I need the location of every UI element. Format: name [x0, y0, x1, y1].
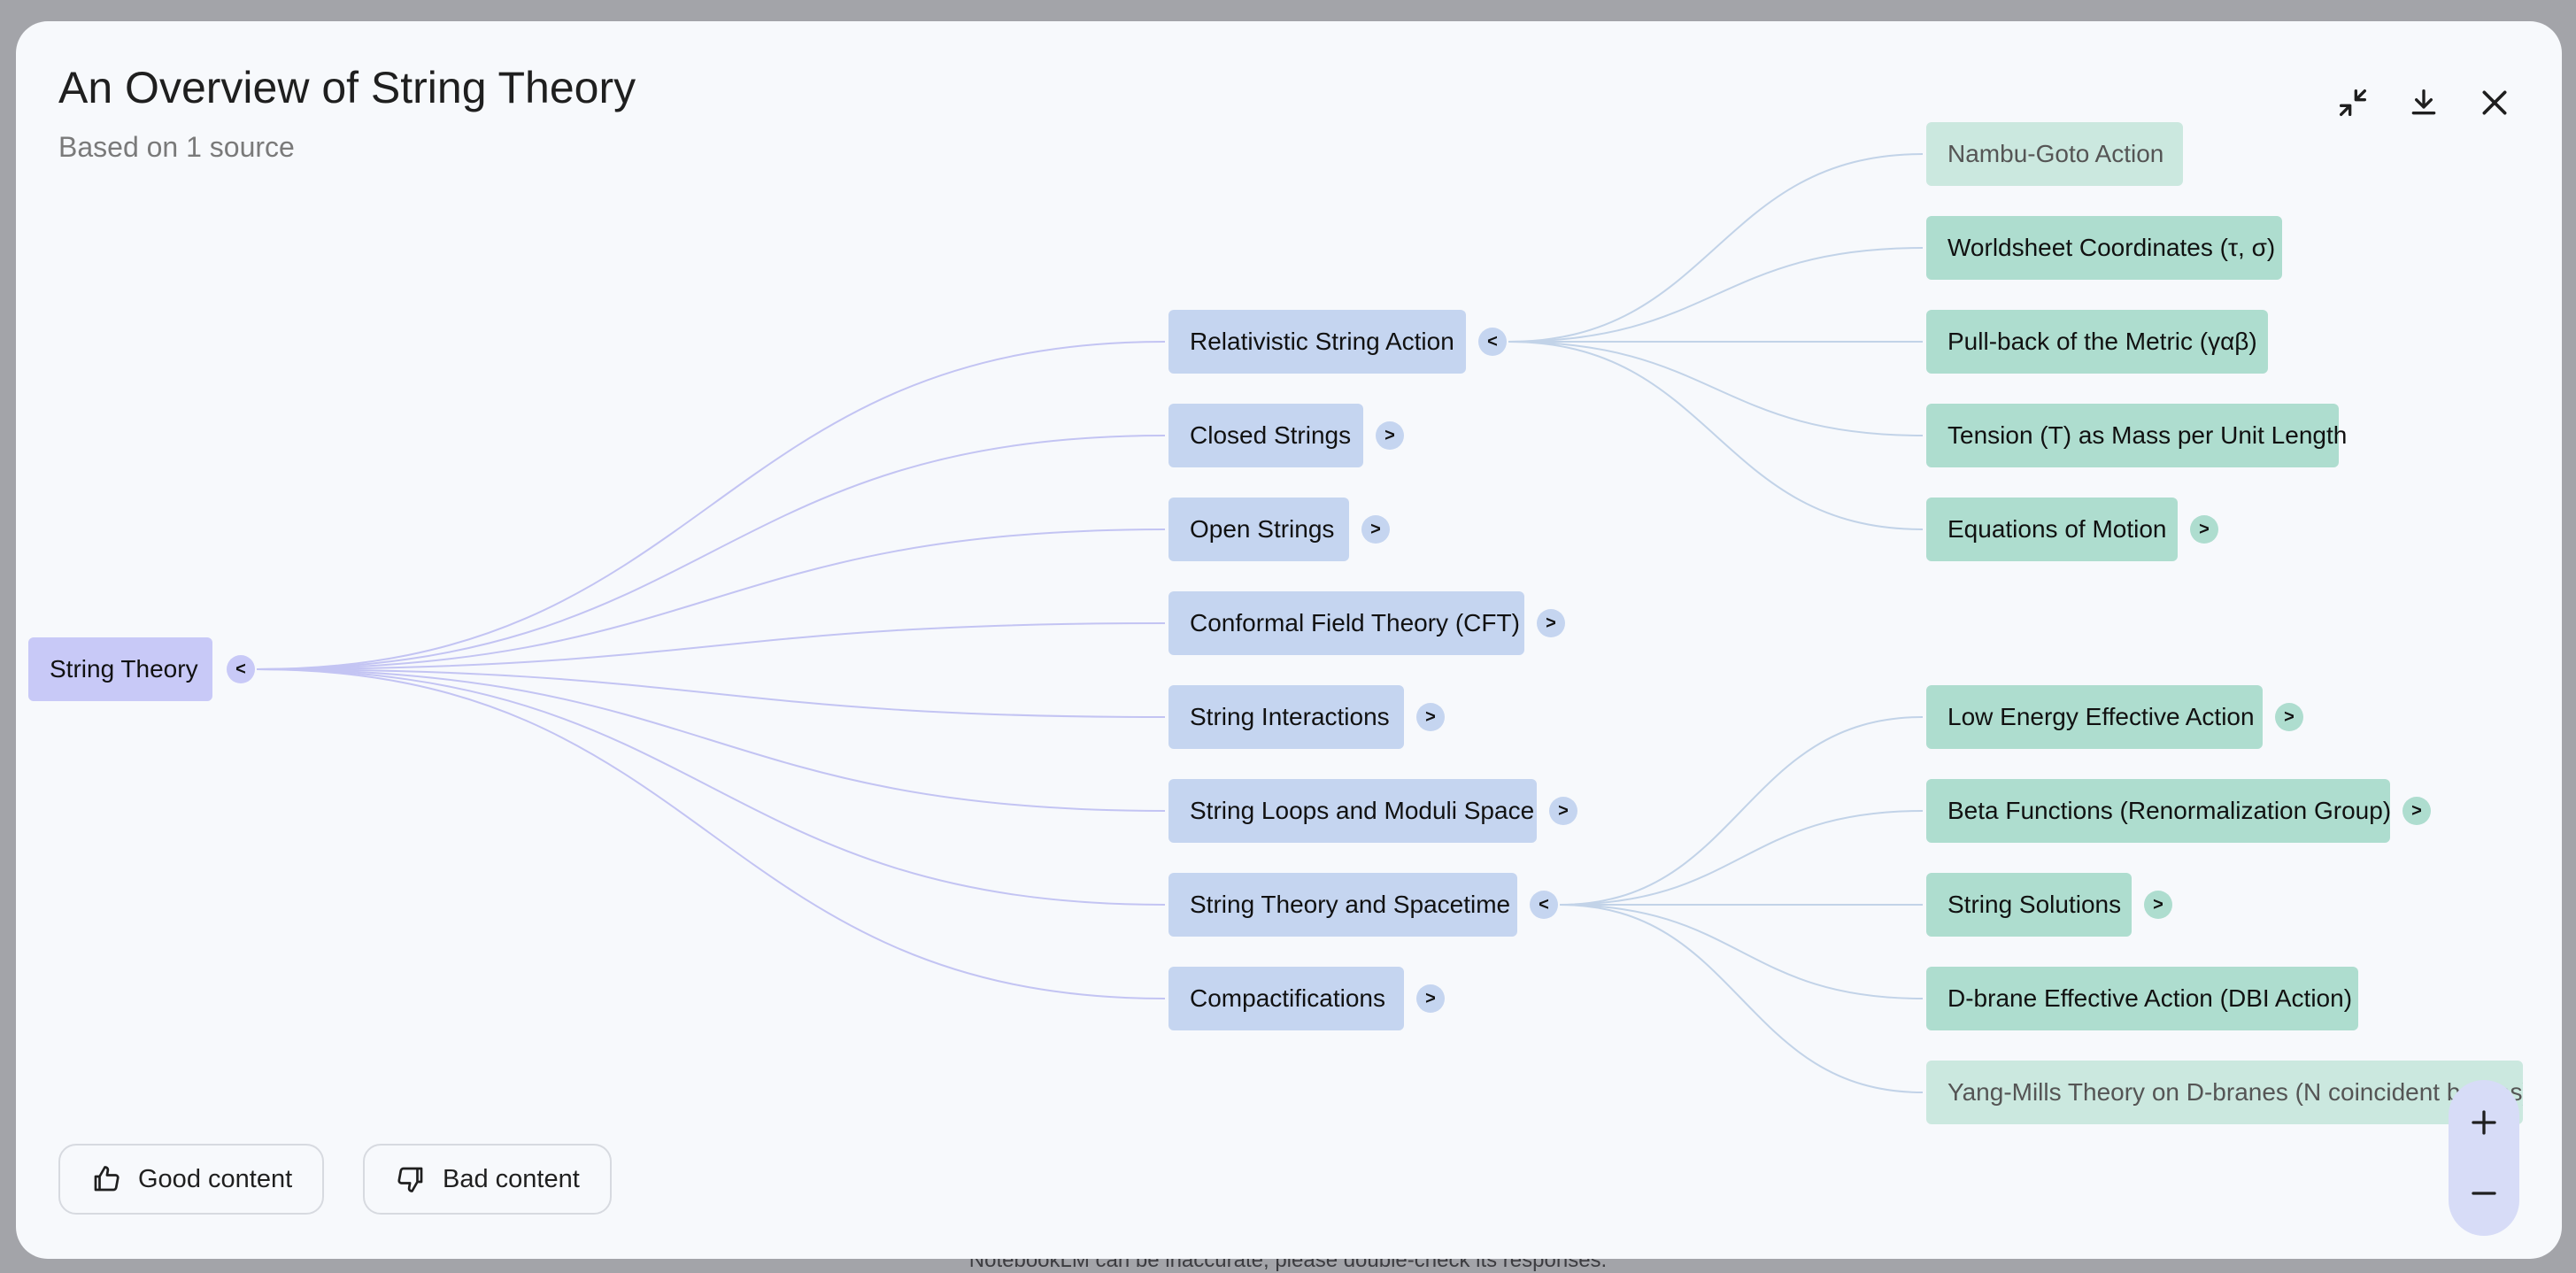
node-string-interactions[interactable]: String Interactions — [1168, 685, 1404, 749]
toggle-closed-strings[interactable]: > — [1376, 421, 1404, 450]
link-root-string-theory-spacetime — [256, 668, 1166, 906]
node-dbrane-effective-action-label: D-brane Effective Action (DBI Action) — [1947, 984, 2353, 1012]
node-beta-functions-label: Beta Functions (Renormalization Group) — [1947, 797, 2392, 824]
link-spacetime-low-energy-effective-action — [1559, 716, 1924, 906]
toggle-beta-functions[interactable]: > — [2402, 797, 2431, 825]
download-icon — [2411, 89, 2436, 115]
node-compactifications-label: Compactifications — [1190, 984, 1385, 1012]
bad-content-button[interactable]: Bad content — [363, 1144, 612, 1215]
link-root-relativistic-string-action — [256, 341, 1166, 670]
node-low-energy-effective-action-label: Low Energy Effective Action — [1947, 703, 2255, 730]
node-closed-strings[interactable]: Closed Strings — [1168, 404, 1363, 467]
node-open-strings-label: Open Strings — [1190, 515, 1335, 543]
node-low-energy-effective-action[interactable]: Low Energy Effective Action — [1926, 685, 2263, 749]
toggle-string-loops-moduli-space[interactable]: > — [1549, 797, 1577, 825]
close-icon — [2482, 90, 2507, 115]
plus-icon — [2472, 1110, 2496, 1135]
node-worldsheet-coordinates-label: Worldsheet Coordinates (τ, σ) — [1947, 234, 2276, 261]
dialog-subtitle: Based on 1 source — [58, 131, 295, 163]
link-root-string-loops-moduli-space — [256, 668, 1166, 812]
node-string-solutions-label: String Solutions — [1947, 891, 2122, 918]
link-action-worldsheet-coordinates — [1508, 247, 1924, 343]
thumbs-up-icon — [94, 1166, 120, 1192]
node-yang-mills-dbranes[interactable]: Yang-Mills Theory on D-branes (N coincid… — [1926, 1061, 2523, 1124]
zoom-out-button[interactable] — [2449, 1158, 2519, 1229]
node-beta-functions[interactable]: Beta Functions (Renormalization Group) — [1926, 779, 2392, 843]
collapse-button[interactable] — [2326, 76, 2379, 129]
link-root-open-strings — [256, 528, 1166, 670]
link-root-string-interactions — [256, 668, 1166, 718]
node-closed-strings-label: Closed Strings — [1190, 421, 1352, 449]
node-nambu-goto-action[interactable]: Nambu-Goto Action — [1926, 122, 2183, 186]
close-button[interactable] — [2468, 76, 2521, 129]
toggle-equations-of-motion[interactable]: > — [2190, 515, 2218, 544]
good-content-button[interactable]: Good content — [58, 1144, 325, 1215]
node-relativistic-string-action[interactable]: Relativistic String Action — [1168, 310, 1466, 374]
node-yang-mills-dbranes-label: Yang-Mills Theory on D-branes (N coincid… — [1947, 1078, 2523, 1106]
toggle-open-strings[interactable]: > — [1361, 515, 1390, 544]
mindmap-dialog: An Overview of String Theory Based on 1 … — [16, 21, 2562, 1259]
link-spacetime-beta-functions — [1559, 810, 1924, 906]
minus-icon — [2472, 1192, 2496, 1195]
node-string-theory-spacetime-label: String Theory and Spacetime — [1190, 891, 1511, 918]
node-dbrane-effective-action[interactable]: D-brane Effective Action (DBI Action) — [1926, 967, 2358, 1030]
download-button[interactable] — [2397, 76, 2450, 129]
collapse-arrows-icon — [2340, 89, 2366, 116]
toggle-string-interactions[interactable]: > — [1416, 703, 1445, 731]
node-nambu-goto-action-label: Nambu-Goto Action — [1947, 140, 2164, 167]
node-string-theory-spacetime[interactable]: String Theory and Spacetime — [1168, 873, 1517, 937]
node-relativistic-string-action-label: Relativistic String Action — [1190, 328, 1454, 355]
link-root-conformal-field-theory — [256, 622, 1166, 670]
toggle-relativistic-string-action[interactable]: < — [1478, 328, 1507, 356]
toggle-string-theory-spacetime[interactable]: < — [1530, 891, 1558, 919]
dialog-title: An Overview of String Theory — [58, 63, 636, 112]
node-worldsheet-coordinates[interactable]: Worldsheet Coordinates (τ, σ) — [1926, 216, 2282, 280]
good-content-label: Good content — [138, 1164, 293, 1193]
toggle-low-energy-effective-action[interactable]: > — [2275, 703, 2303, 731]
node-pull-back-metric-label: Pull-back of the Metric (γαβ) — [1947, 328, 2257, 355]
node-string-solutions[interactable]: String Solutions — [1926, 873, 2132, 937]
node-string-theory[interactable]: String Theory — [28, 637, 212, 701]
toggle-string-solutions[interactable]: > — [2144, 891, 2172, 919]
node-equations-of-motion[interactable]: Equations of Motion — [1926, 498, 2178, 561]
node-string-loops-moduli-space-label: String Loops and Moduli Space — [1190, 797, 1535, 824]
root-collapse-toggle[interactable]: < — [227, 655, 255, 683]
node-conformal-field-theory-label: Conformal Field Theory (CFT) — [1190, 609, 1520, 636]
toggle-conformal-field-theory[interactable]: > — [1537, 609, 1565, 637]
node-compactifications[interactable]: Compactifications — [1168, 967, 1404, 1030]
node-string-loops-moduli-space[interactable]: String Loops and Moduli Space — [1168, 779, 1537, 843]
link-action-equations-of-motion — [1508, 341, 1924, 530]
link-root-closed-strings — [256, 435, 1166, 670]
node-tension-mass-per-length-label: Tension (T) as Mass per Unit Length — [1947, 421, 2348, 449]
link-action-tension-mass-per-length — [1508, 341, 1924, 436]
mindmap-links — [256, 153, 1924, 1093]
zoom-in-button[interactable] — [2449, 1087, 2519, 1158]
node-string-interactions-label: String Interactions — [1190, 703, 1390, 730]
toggle-compactifications[interactable]: > — [1416, 984, 1445, 1013]
link-spacetime-yang-mills-dbranes — [1559, 904, 1924, 1093]
node-equations-of-motion-label: Equations of Motion — [1947, 515, 2167, 543]
link-action-nambu-goto-action — [1508, 153, 1924, 343]
node-string-theory-label: String Theory — [50, 655, 198, 683]
thumbs-down-icon — [397, 1167, 423, 1192]
zoom-controls — [2449, 1080, 2519, 1236]
node-open-strings[interactable]: Open Strings — [1168, 498, 1349, 561]
link-spacetime-dbrane-effective-action — [1559, 904, 1924, 999]
bad-content-label: Bad content — [443, 1164, 580, 1193]
node-tension-mass-per-length[interactable]: Tension (T) as Mass per Unit Length — [1926, 404, 2347, 467]
link-root-compactifications — [256, 668, 1166, 999]
node-pull-back-metric[interactable]: Pull-back of the Metric (γαβ) — [1926, 310, 2268, 374]
node-conformal-field-theory[interactable]: Conformal Field Theory (CFT) — [1168, 591, 1524, 655]
